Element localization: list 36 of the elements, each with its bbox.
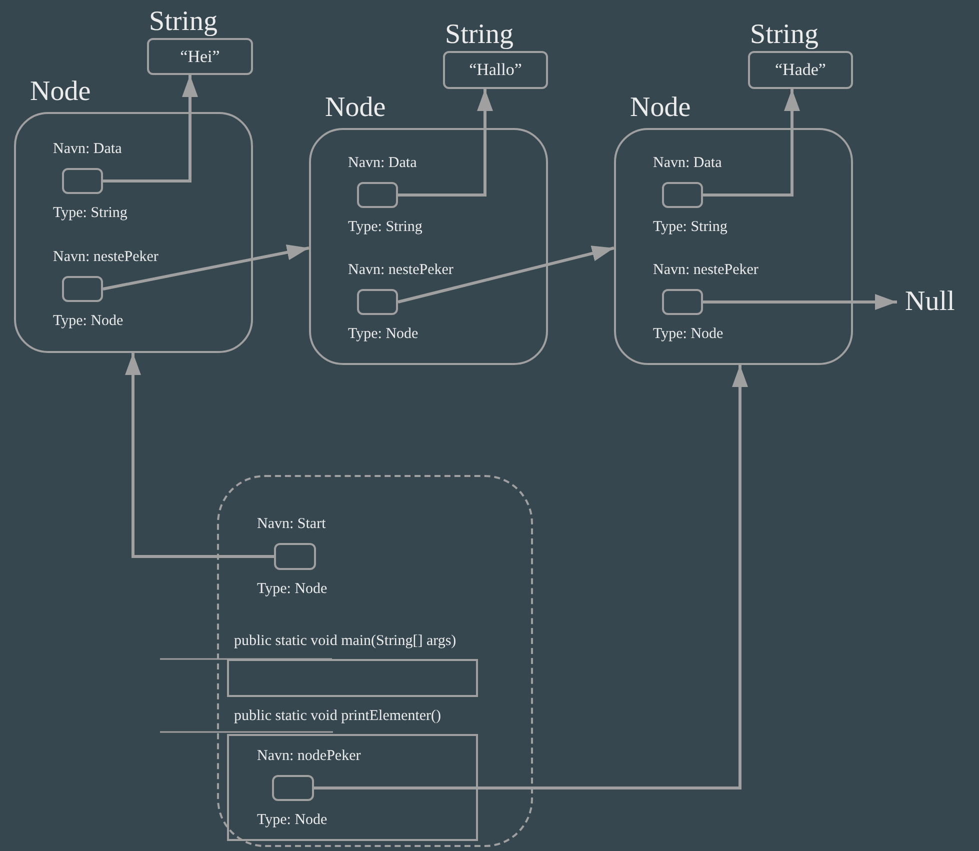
field-type: Type: Node [257, 811, 328, 829]
field-name: Navn: Start [257, 515, 326, 533]
field-type: Type: String [653, 218, 728, 236]
string-value-box: “Hei” [147, 38, 253, 75]
pointer-arrow [102, 244, 310, 290]
field-name: Navn: nestePeker [653, 261, 758, 279]
method-signature: public static void main(String[] args) [234, 632, 456, 650]
field-name: Navn: Data [348, 154, 417, 172]
string-value-box: “Hallo” [443, 51, 548, 89]
pointer-arrow [703, 294, 897, 310]
type-heading: String [750, 19, 818, 51]
field-type: Type: Node [348, 325, 418, 343]
type-heading: String [445, 19, 514, 51]
field-name: Navn: Data [53, 140, 122, 158]
field-name: Navn: nestePeker [53, 248, 158, 266]
string-value-box: “Hade” [748, 51, 853, 89]
pointer-arrow [125, 353, 274, 558]
field-type: Type: Node [257, 580, 328, 598]
object-heading: Node [30, 76, 91, 108]
field-type: Type: Node [53, 312, 124, 330]
pointer-arrow [398, 89, 493, 196]
object-heading: Node [325, 92, 386, 124]
type-heading: String [149, 6, 218, 38]
null-label: Null [905, 286, 955, 317]
method-signature: public static void printElementer() [234, 707, 442, 725]
field-name: Navn: nestePeker [348, 261, 454, 279]
field-name: Navn: Data [653, 154, 722, 172]
field-type: Type: String [348, 218, 422, 236]
object-heading: Node [630, 92, 691, 124]
pointer-arrow [314, 365, 748, 790]
pointer-arrow [103, 75, 198, 182]
pointer-arrow [703, 89, 800, 196]
field-name: Navn: nodePeker [257, 747, 361, 765]
field-type: Type: Node [653, 325, 724, 343]
field-type: Type: String [53, 204, 128, 222]
pointer-arrow [398, 246, 614, 304]
